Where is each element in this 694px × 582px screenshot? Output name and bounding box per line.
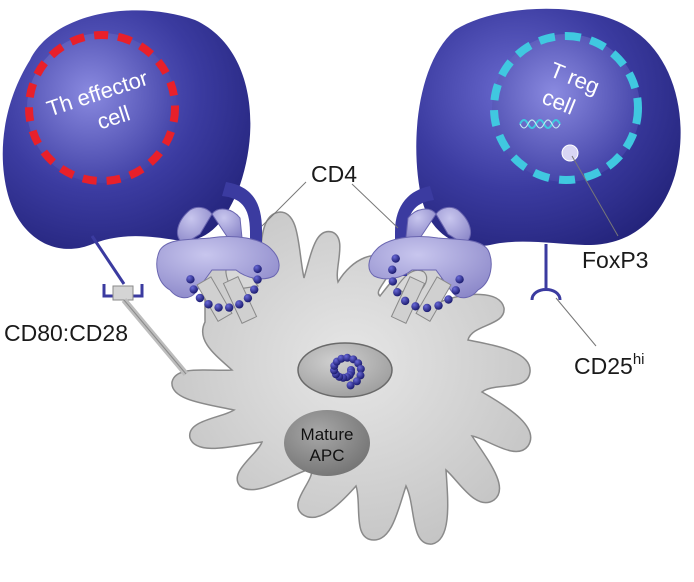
peptide-bead <box>243 293 253 303</box>
peptide-bead <box>186 275 195 284</box>
foxp3-gene-helix-strand <box>519 119 561 129</box>
cd25-receptor <box>530 244 562 301</box>
peptide-bead <box>444 295 453 304</box>
cd28-stalk <box>90 235 126 285</box>
left-tcr-upper-2 <box>211 208 243 239</box>
peptide-bead <box>422 303 432 313</box>
left-tcr-upper <box>176 206 213 245</box>
apc-vesicle <box>297 342 393 398</box>
peptide-bead <box>253 264 262 274</box>
foxp3-gene-helix <box>519 119 561 129</box>
apc-nucleus <box>284 410 370 476</box>
peptide-bead <box>224 303 234 312</box>
peptide-bead <box>434 301 443 310</box>
peptide-bead <box>391 254 400 263</box>
right-tcr-upper-2 <box>405 208 437 239</box>
peptide-bead <box>250 285 259 294</box>
right-tcr-mhc-complex <box>368 206 492 324</box>
vesicle-peptide-chain <box>330 353 365 390</box>
cd80-cd28-label: CD80:CD28 <box>4 320 128 346</box>
peptide-bead <box>411 302 420 311</box>
foxp3-protein-dot <box>561 144 579 162</box>
vesicle-bead <box>356 364 365 373</box>
treg-nucleus <box>492 34 640 182</box>
cd4-label: CD4 <box>311 161 357 187</box>
right-tcr-upper <box>435 206 472 245</box>
apc-cell: Mature APC <box>171 211 532 545</box>
vesicle-bead <box>337 354 346 363</box>
foxp3-label: FoxP3 <box>582 247 648 273</box>
treg-nucleus-ring <box>490 32 642 184</box>
peptide-bead <box>195 293 205 303</box>
cd4-leader-left <box>261 181 307 227</box>
peptide-bead <box>388 277 398 286</box>
peptide-bead <box>388 265 397 274</box>
cd4-leader-right <box>351 183 399 229</box>
cd25-leader <box>555 297 597 347</box>
peptide-bead <box>204 300 213 309</box>
th-nucleus-ring <box>25 31 179 185</box>
vesicle-bead <box>343 353 352 362</box>
peptide-bead <box>400 296 410 306</box>
treg-cell: T reg cell <box>395 8 681 276</box>
cd25-label-superscript: hi <box>633 351 645 368</box>
peptide-bead <box>455 275 464 284</box>
cd25-label-base: CD25 <box>574 353 633 379</box>
left-mhc-body <box>156 236 280 299</box>
apc-label-line1: Mature <box>301 425 354 444</box>
foxp3-leader <box>571 155 619 237</box>
vesicle-bead <box>352 377 361 386</box>
th-nucleus <box>27 33 177 183</box>
peptide-bead <box>214 303 223 312</box>
cd25-label: CD25hi <box>574 351 645 379</box>
th-effector-cell: Th effector cell <box>2 10 262 276</box>
apc-label-line2: APC <box>310 446 345 465</box>
vesicle-bead <box>356 371 365 380</box>
right-peptide-chain <box>388 254 464 313</box>
peptide-bead <box>451 286 460 295</box>
left-tcr-mhc-complex <box>156 206 280 324</box>
peptide-bead <box>253 275 262 284</box>
vesicle-bead <box>346 381 355 390</box>
cd80-ligand <box>112 285 134 301</box>
peptide-bead <box>189 285 198 294</box>
peptide-bead <box>235 300 244 309</box>
cd80-cd28-complex <box>90 235 189 376</box>
cd80-stalk-outline <box>123 299 187 375</box>
left-peptide-chain <box>186 264 262 312</box>
peptide-bead <box>393 288 402 297</box>
cd25-cup <box>530 288 562 301</box>
